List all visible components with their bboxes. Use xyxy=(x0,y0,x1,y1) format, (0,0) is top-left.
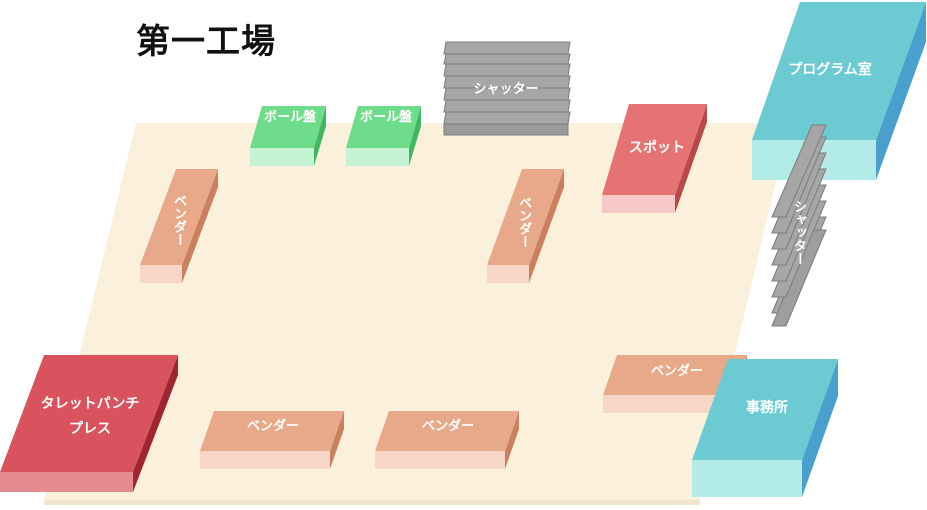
office-label: 事務所 xyxy=(746,400,788,416)
top-shutter-label: シャッター xyxy=(473,82,539,97)
bender-center xyxy=(487,169,564,283)
page-title: 第一工場 xyxy=(136,22,276,62)
ball-board-2-label: ボール盤 xyxy=(360,110,413,125)
bender-bottom-center-label: ベンダー xyxy=(421,419,474,434)
spot-machine xyxy=(602,104,707,213)
program-room xyxy=(752,2,926,180)
program-room-label: プログラム室 xyxy=(788,62,872,78)
right-shutter-label: シャッター xyxy=(790,199,806,265)
bender-right xyxy=(603,355,747,413)
bender-left-label: ベンダー xyxy=(170,194,186,246)
turret-punch-press-label: タレットパンチ プレス xyxy=(40,396,140,437)
top-shutter xyxy=(443,41,571,136)
spot-label: スポット xyxy=(629,140,685,156)
ball-board-1 xyxy=(250,106,326,166)
right-shutter xyxy=(771,124,827,327)
factory-floor-edge xyxy=(44,500,700,505)
ball-board-2 xyxy=(346,106,421,166)
bender-left xyxy=(140,169,218,283)
bender-right-label: ベンダー xyxy=(650,364,703,379)
bender-bottom-center xyxy=(375,411,519,469)
turret-punch-press xyxy=(0,355,178,492)
office xyxy=(692,359,838,497)
ball-board-1-label: ボール盤 xyxy=(264,110,317,125)
bender-center-label: ベンダー xyxy=(515,196,531,248)
bender-bottom-left xyxy=(200,411,344,469)
bender-bottom-left-label: ベンダー xyxy=(246,419,299,434)
